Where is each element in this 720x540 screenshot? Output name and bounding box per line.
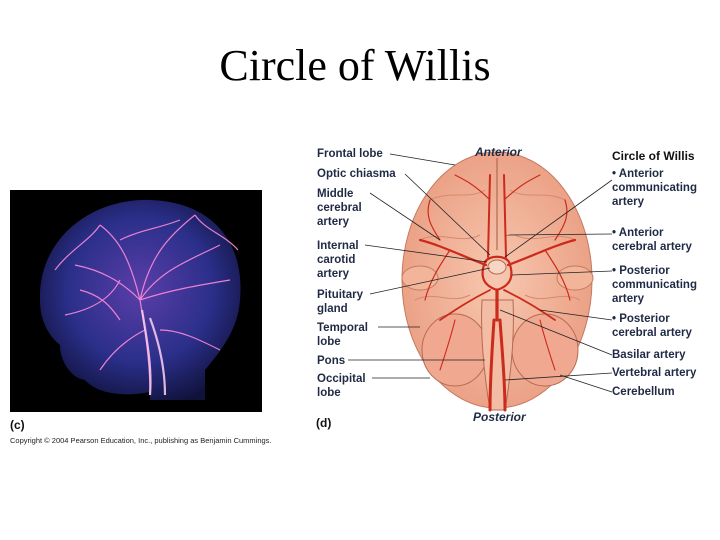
arteries [418, 174, 577, 412]
label-frontal-lobe: Frontal lobe [317, 148, 383, 160]
cerebellum-left [421, 313, 489, 387]
copyright-notice: Copyright © 2004 Pearson Education, Inc.… [10, 436, 272, 445]
label-basilar-artery: Basilar artery [612, 349, 686, 361]
panel-c-letter: (c) [10, 418, 25, 432]
label-pituitary-gland: Pituitary gland [317, 289, 364, 315]
posterior-cerebral-artery-right [503, 289, 556, 321]
scan-main-arteries [140, 309, 167, 396]
vertebral-artery-left [488, 318, 496, 412]
middle-cerebral-artery-right [506, 238, 577, 267]
cerebellum [511, 313, 579, 387]
label-posterior-communicating-artery: • Posterior communicating artery [612, 265, 697, 305]
panel-d-letter: (d) [316, 416, 332, 430]
angiogram-panel [10, 190, 262, 412]
label-posterior-cerebral-artery: • Posterior cerebral artery [612, 313, 692, 339]
left-temporal-pole [401, 265, 439, 291]
label-middle-cerebral-artery: Middle cerebral artery [317, 188, 362, 228]
label-cerebellum: Cerebellum [612, 386, 675, 398]
label-pons: Pons [317, 355, 346, 367]
label-internal-carotid-artery: Internal carotid artery [317, 240, 359, 280]
label-temporal-lobe: Temporal lobe [317, 322, 368, 348]
slide-title: Circle of Willis [219, 41, 491, 90]
pituitary-gland [487, 259, 507, 275]
vertebral-artery-right [498, 318, 507, 412]
label-occipital-lobe: Occipital lobe [317, 373, 366, 399]
circle-of-willis-heading: Circle of Willis [612, 149, 695, 163]
anterior-cerebral-artery-right [503, 174, 507, 258]
label-vertebral-artery: Vertebral artery [612, 367, 697, 379]
scan-vessels [54, 214, 239, 396]
posterior-label: Posterior [473, 410, 526, 424]
anterior-cerebral-artery-left [487, 174, 491, 258]
label-anterior-communicating-artery: • Anterior communicating artery [612, 168, 697, 208]
circle-of-willis-ring [481, 255, 513, 292]
anterior-label: Anterior [475, 145, 522, 159]
posterior-cerebral-artery-left [439, 289, 491, 321]
middle-cerebral-artery-left [418, 238, 488, 267]
leader-lines [348, 153, 613, 393]
label-anterior-cerebral-artery: • Anterior cerebral artery [612, 227, 692, 253]
brain-panel [348, 151, 613, 412]
label-optic-chiasma: Optic chiasma [317, 168, 396, 180]
